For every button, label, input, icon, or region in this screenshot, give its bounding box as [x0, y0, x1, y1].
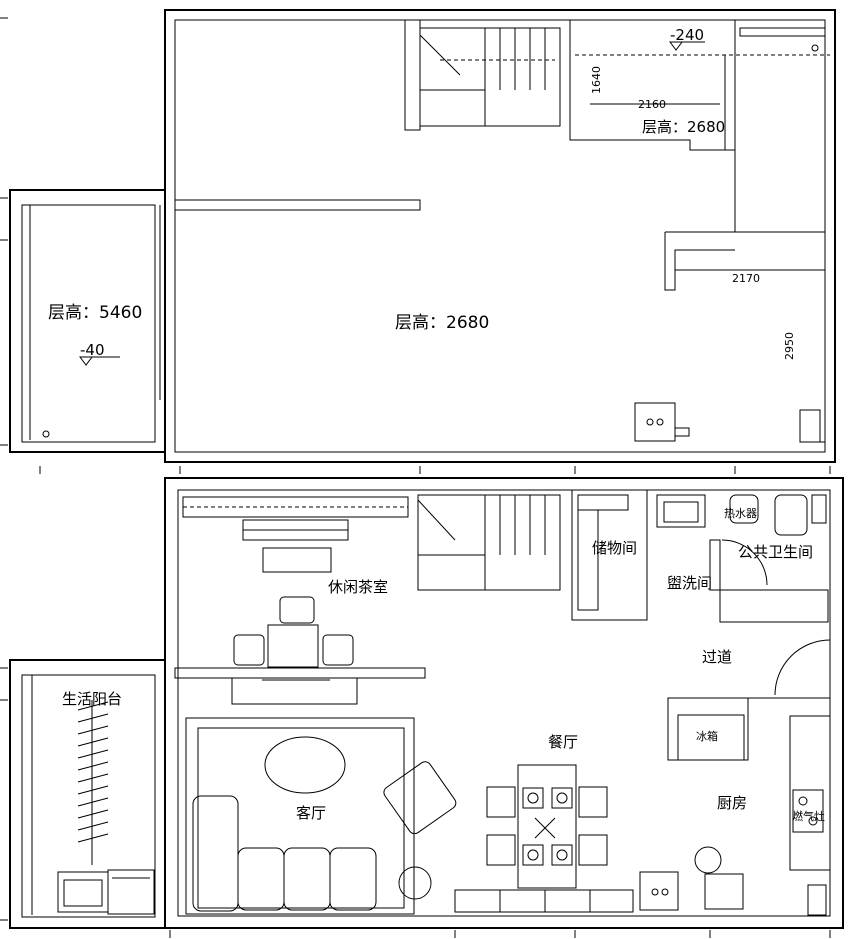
- level-mark-balcony: [79, 356, 120, 366]
- main-hall-height-label: 层高：2680: [395, 313, 489, 333]
- upper-right-level-mark: -240: [670, 26, 704, 44]
- sofa: [192, 761, 457, 912]
- dimension-2170: 2170: [732, 272, 760, 285]
- lower-outer-wall: [164, 477, 844, 929]
- upper-balcony-outline: [9, 189, 165, 453]
- dimension-2950: 2950: [783, 332, 796, 360]
- coffee-table: [264, 736, 346, 794]
- label-storage: 储物间: [592, 539, 637, 557]
- tea-chairs: [233, 596, 354, 668]
- refrigerator-cabinet: [667, 697, 749, 761]
- upper-staircase: [419, 27, 561, 127]
- wash-basin: [656, 494, 706, 528]
- dining-table-set: [486, 764, 608, 889]
- kitchen-sink: [704, 873, 744, 910]
- label-public-bathroom: 公共卫生间: [738, 543, 813, 561]
- storage-room-walls: [571, 489, 648, 621]
- label-balcony: 生活阳台: [62, 690, 122, 708]
- balcony-level-mark: -40: [80, 341, 105, 359]
- dimension-1640: 1640: [590, 66, 603, 94]
- public-toilet-fixtures: [729, 494, 827, 536]
- upper-toilet-fixture: [634, 402, 690, 442]
- balcony-height-label: 层高：5460: [48, 303, 142, 323]
- bathroom-counter: [719, 589, 829, 623]
- sideboard: [454, 889, 634, 913]
- person-figure: [694, 846, 722, 874]
- upper-floor-plan: 层高：5460 -40 层高：2680 层高：2680 -240 2160 16…: [0, 9, 836, 474]
- label-fridge: 冰箱: [696, 729, 718, 743]
- tv-cabinet: [231, 677, 358, 705]
- floor-lamp: [398, 866, 432, 900]
- lower-balcony-outline: [9, 659, 165, 929]
- lower-floor-plan: 休闲茶室 储物间 盥洗间 公共卫生间 热水器 过道 生活阳台 餐厅 客厅 冰箱 …: [0, 477, 844, 938]
- clothes-drying-rack: [77, 700, 109, 865]
- label-kitchen: 厨房: [717, 794, 747, 812]
- label-living: 客厅: [296, 804, 326, 822]
- right-room-height-label: 层高：2680: [642, 118, 725, 136]
- label-water-heater: 热水器: [724, 507, 757, 520]
- label-tea-room: 休闲茶室: [328, 578, 388, 596]
- living-rug: [185, 717, 415, 915]
- upper-partition-wall: [175, 199, 421, 211]
- upper-balcony-inner: [21, 204, 156, 443]
- gas-stove: [792, 789, 824, 833]
- upper-outer-wall: [164, 9, 836, 463]
- washing-machine: [57, 869, 155, 915]
- label-dining: 餐厅: [548, 733, 578, 751]
- label-washroom: 盥洗间: [667, 574, 712, 592]
- label-stove: 燃气灶: [792, 809, 825, 823]
- label-corridor: 过道: [702, 648, 732, 666]
- level-mark-upper-right: [669, 41, 705, 51]
- lower-staircase: [417, 494, 561, 591]
- dimension-2160: 2160: [638, 98, 666, 111]
